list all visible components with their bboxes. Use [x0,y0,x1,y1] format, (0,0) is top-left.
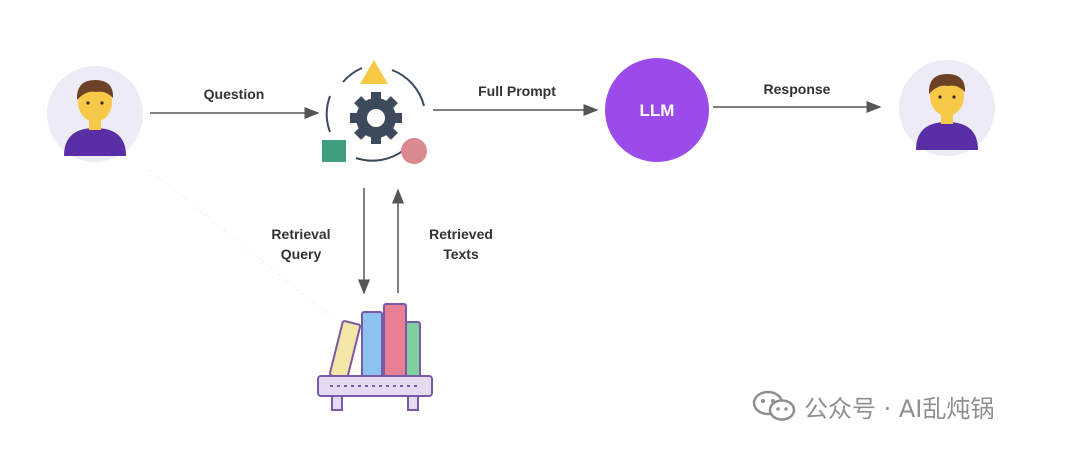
llm-node: LLM [605,58,709,162]
user-avatar-right [899,60,995,156]
triangle-shape [360,60,388,84]
retrieval-query-label-line2: Query [281,246,322,262]
question-label: Question [204,86,265,102]
retrieval-query-label-line1: Retrieval [271,226,330,242]
circle-shape [401,138,427,164]
response-label: Response [764,81,831,97]
decorative-line [149,169,336,321]
full-prompt-label: Full Prompt [478,83,556,99]
llm-label: LLM [640,101,675,120]
retrieved-texts-label-line1: Retrieved [429,226,493,242]
orchestrator-node [322,60,427,164]
watermark: 公众号 · AI乱炖锅 [752,386,994,426]
wechat-icon [752,390,796,421]
gear-icon [350,92,402,144]
user-avatar-left [47,66,143,162]
watermark-text: 公众号 · AI乱炖锅 [804,394,995,423]
square-shape [322,140,346,162]
retrieved-texts-label-line2: Texts [443,246,479,262]
bookshelf-icon [317,303,433,411]
